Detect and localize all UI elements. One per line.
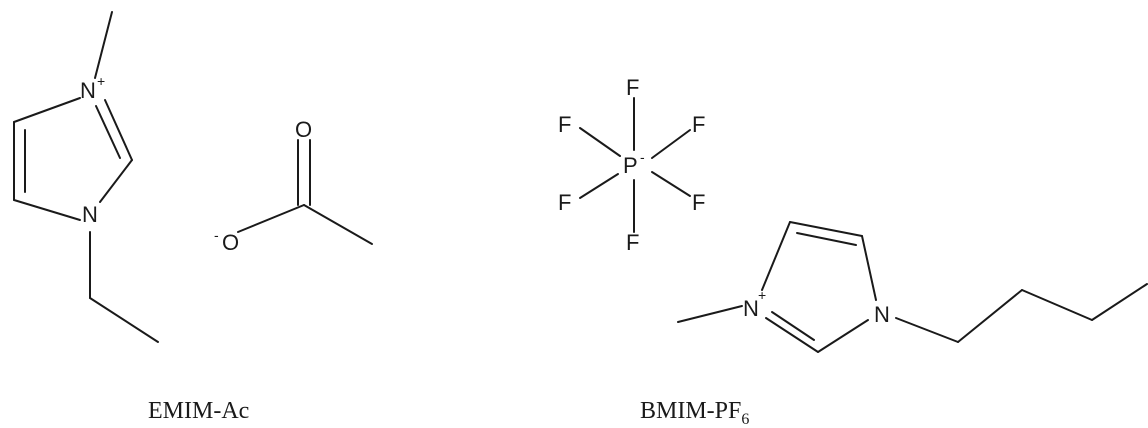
pf6-phosphorus-label: P: [623, 153, 638, 178]
emim-n3-charge: +: [97, 73, 105, 89]
emim-n1-label: N: [82, 202, 98, 227]
emim-ring-bond-c5-n1: [13, 199, 81, 221]
acetate-oxide-label: O: [222, 230, 239, 255]
emim-cation: N + N: [13, 11, 159, 343]
pf6-fluorine-lower-left-label: F: [558, 190, 571, 215]
bmim-butyl-bond-2: [957, 289, 1023, 343]
pf6-bond-upper-left: [579, 127, 621, 157]
pf6-fluorine-top-label: F: [626, 75, 639, 100]
pf6-fluorine-upper-right-label: F: [692, 112, 705, 137]
emim-ring-bond-n3-c4: [13, 97, 81, 123]
bmim-methyl-bond: [677, 305, 743, 323]
emim-methyl-bond: [94, 11, 113, 79]
bmim-ring-double-bond-c4-c5: [796, 232, 857, 246]
pf6-bond-lower-left: [579, 173, 619, 199]
caption-emim-ac: EMIM-Ac: [148, 398, 249, 424]
pf6-bond-upper-right: [651, 129, 691, 159]
pf6-anion: F F F P - F F F: [558, 75, 705, 255]
bmim-ring-bond-c4-c5: [789, 221, 863, 237]
acetate-co-bond: [237, 204, 305, 233]
bmim-ring-bond-c2-n3: [765, 317, 819, 353]
bmim-n3-charge: +: [758, 287, 766, 303]
bmim-ring-bond-n3-c4: [761, 221, 791, 291]
caption-bmim-subscript: 6: [741, 411, 749, 428]
emim-ring-bond-c2-n3: [104, 99, 133, 161]
acetate-carbonyl-oxygen-label: O: [295, 117, 312, 142]
acetate-oxide-charge: -: [214, 227, 219, 243]
bmim-n1-label: N: [874, 302, 890, 327]
caption-bmim-main: BMIM-PF: [640, 398, 741, 424]
bmim-ring-bond-n1-c2: [817, 319, 869, 353]
bmim-n3-label: N: [743, 296, 759, 321]
bmim-ring-double-bond-c2-n3: [771, 311, 815, 341]
bmim-cation: N + N: [677, 221, 1148, 353]
pf6-fluorine-upper-left-label: F: [558, 112, 571, 137]
bmim-butyl-bond-3: [1021, 289, 1093, 321]
bmim-butyl-bond-4: [1091, 283, 1148, 321]
bmim-butyl-bond-1: [895, 317, 959, 343]
pf6-fluorine-lower-right-label: F: [692, 190, 705, 215]
acetate-methyl-bond: [303, 204, 373, 245]
emim-ring-bond-n1-c2: [99, 159, 133, 203]
pf6-phosphorus-charge: -: [640, 149, 645, 165]
emim-ethyl-bond-2: [89, 297, 159, 343]
pf6-fluorine-bottom-label: F: [626, 230, 639, 255]
bmim-ring-bond-c5-n1: [861, 235, 877, 301]
caption-bmim-pf6: BMIM-PF6: [640, 398, 749, 428]
pf6-bond-lower-right: [651, 171, 691, 197]
emim-n3-label: N: [80, 78, 96, 103]
acetate-anion: O O -: [214, 117, 373, 255]
emim-ring-double-bond-c2-n3: [95, 105, 121, 159]
